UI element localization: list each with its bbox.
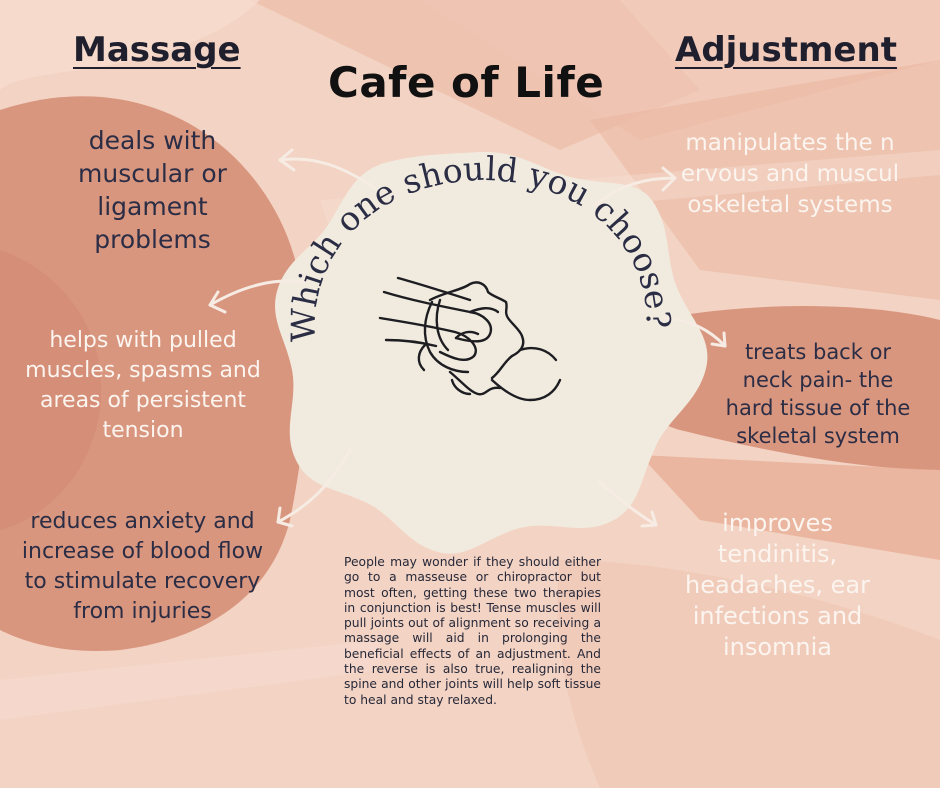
arrow-icon bbox=[208, 148, 727, 528]
massage-point-2: helps with pulled muscles, spasms and ar… bbox=[25, 328, 261, 443]
massage-point-3: reduces anxiety and increase of blood fl… bbox=[21, 509, 264, 624]
page-title: Cafe of Life bbox=[328, 58, 605, 107]
massage-illustration-icon bbox=[378, 276, 562, 402]
adjustment-point-1: manipulates the nervous and musculoskele… bbox=[680, 130, 900, 218]
adjustment-point-3: improves tendinitis, headaches, ear infe… bbox=[685, 509, 870, 661]
massage-point-1: deals with muscular or ligament problems bbox=[78, 126, 227, 254]
explanation-paragraph: People may wonder if they should either … bbox=[344, 555, 601, 707]
massage-heading: Massage bbox=[73, 30, 241, 70]
adjustment-point-2: treats back or neck pain- the hard tissu… bbox=[725, 340, 911, 448]
adjustment-heading: Adjustment bbox=[675, 30, 897, 70]
